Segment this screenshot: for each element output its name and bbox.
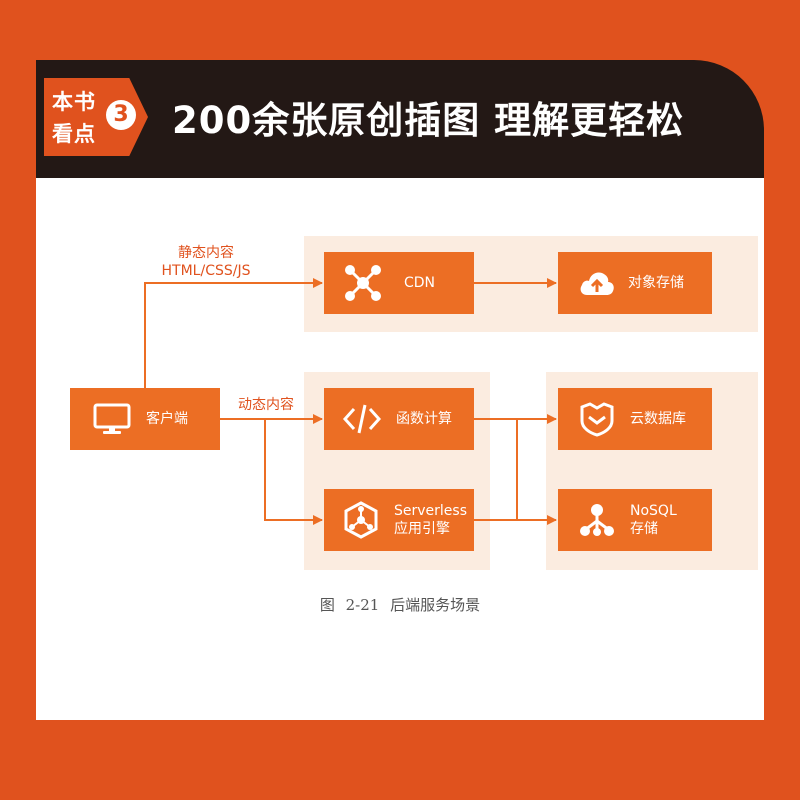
- chapter-badge: 本书 看点 3: [44, 78, 148, 156]
- connector-lines: [144, 278, 557, 525]
- nosql-storage-label: NoSQL 存储: [630, 502, 677, 538]
- static-content-label-line1: 静态内容: [178, 245, 234, 261]
- function-compute-node: 函数计算: [324, 388, 474, 450]
- cloud-database-node: 云数据库: [558, 388, 712, 450]
- object-storage-node: 对象存储: [558, 252, 712, 314]
- cloud-database-label: 云数据库: [630, 411, 686, 427]
- diagram-panel: 静态内容 HTML/CSS/JS 动态内容 客户端 CDN 对象存储: [36, 178, 764, 720]
- serverless-engine-label-line1: Serverless: [394, 503, 468, 519]
- static-content-label: 静态内容 HTML/CSS/JS: [146, 244, 266, 280]
- serverless-engine-label: Serverless 应用引擎: [394, 502, 467, 538]
- monitor-icon: [93, 403, 131, 434]
- serverless-engine-node: Serverless 应用引擎: [324, 489, 474, 551]
- serverless-engine-label-line2: 应用引擎: [394, 521, 450, 537]
- dynamic-content-label: 动态内容: [238, 397, 294, 413]
- network-hub-icon: [345, 265, 381, 301]
- nosql-storage-label-line2: 存储: [630, 521, 658, 537]
- headline: 200余张原创插图 理解更轻松: [172, 99, 685, 142]
- edge-client-cdn: [144, 278, 323, 388]
- object-storage-label: 对象存储: [628, 275, 684, 291]
- cloud-upload-icon: [580, 272, 614, 295]
- function-compute-label: 函数计算: [396, 411, 452, 427]
- client-node: 客户端: [70, 388, 220, 450]
- badge-number: 3: [106, 100, 136, 130]
- nosql-storage-label-line1: NoSQL: [630, 503, 677, 519]
- nosql-storage-node: NoSQL 存储: [558, 489, 712, 551]
- cdn-label: CDN: [404, 275, 436, 291]
- client-label: 客户端: [146, 411, 188, 427]
- cube-network-icon: [344, 501, 378, 539]
- cdn-node: CDN: [324, 252, 474, 314]
- static-content-label-line2: HTML/CSS/JS: [161, 263, 251, 279]
- shield-cube-icon: [580, 402, 614, 437]
- badge-text-line2: 看点: [52, 122, 96, 146]
- tree-nodes-icon: [580, 504, 614, 536]
- edge-client-serverless: [264, 419, 323, 525]
- figure-caption: 图 2-21 后端服务场景: [319, 596, 481, 614]
- header-banner: [36, 60, 764, 178]
- badge-text-line1: 本书: [52, 90, 96, 114]
- code-brackets-icon: [342, 404, 382, 434]
